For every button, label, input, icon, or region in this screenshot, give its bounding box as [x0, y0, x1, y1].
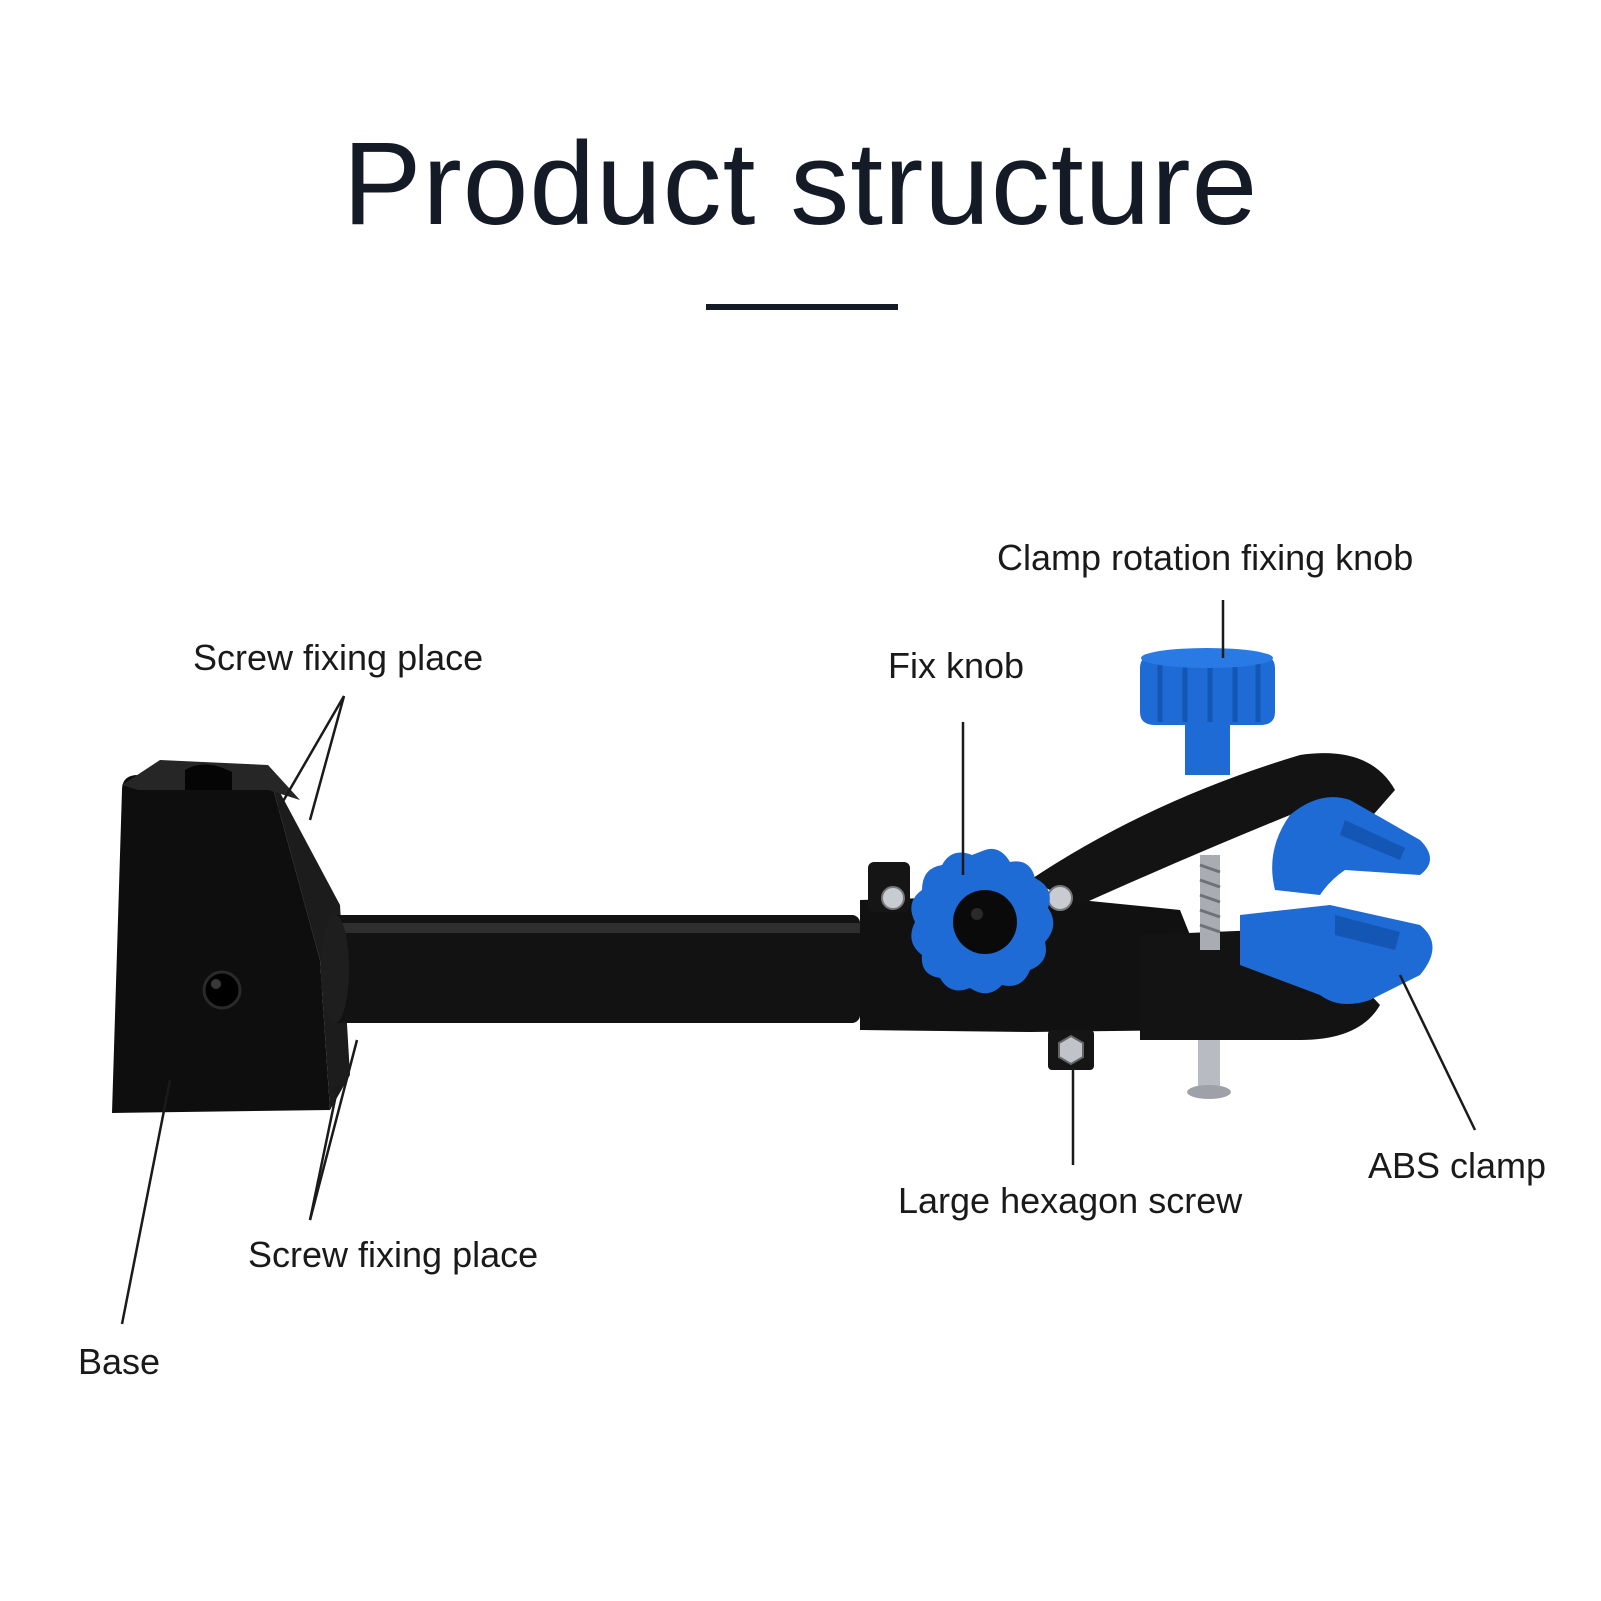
callout-screw-fixing-top: Screw fixing place — [193, 637, 484, 678]
callout-abs-clamp: ABS clamp — [1368, 1145, 1547, 1186]
arm-tube — [321, 915, 860, 1023]
clamp-rotation-knob — [1140, 648, 1275, 775]
leader-lines — [120, 600, 1477, 1325]
callout-base: Base — [78, 1341, 161, 1382]
callout-large-hexagon-screw: Large hexagon screw — [898, 1180, 1243, 1221]
leader-base — [120, 1079, 172, 1325]
base-bolt-hole — [202, 970, 242, 1010]
leader-screw-bottom-b — [308, 1039, 359, 1221]
leader-abs-clamp — [1398, 974, 1477, 1131]
hexagon-screw-head — [1058, 1034, 1084, 1066]
leader-screw-top-a — [276, 695, 346, 811]
base-block — [112, 760, 350, 1113]
title-underline — [706, 304, 898, 310]
callout-clamp-rotation-knob: Clamp rotation fixing knob — [997, 537, 1414, 578]
callout-fix-knob: Fix knob — [888, 645, 1025, 686]
abs-clamp-jaws — [1240, 797, 1433, 1004]
clamp-frame — [1030, 753, 1395, 1099]
leader-screw-top-b — [308, 695, 346, 821]
callout-screw-fixing-bottom: Screw fixing place — [248, 1234, 539, 1275]
fix-knob — [911, 848, 1054, 994]
page-title: Product structure — [342, 118, 1259, 250]
